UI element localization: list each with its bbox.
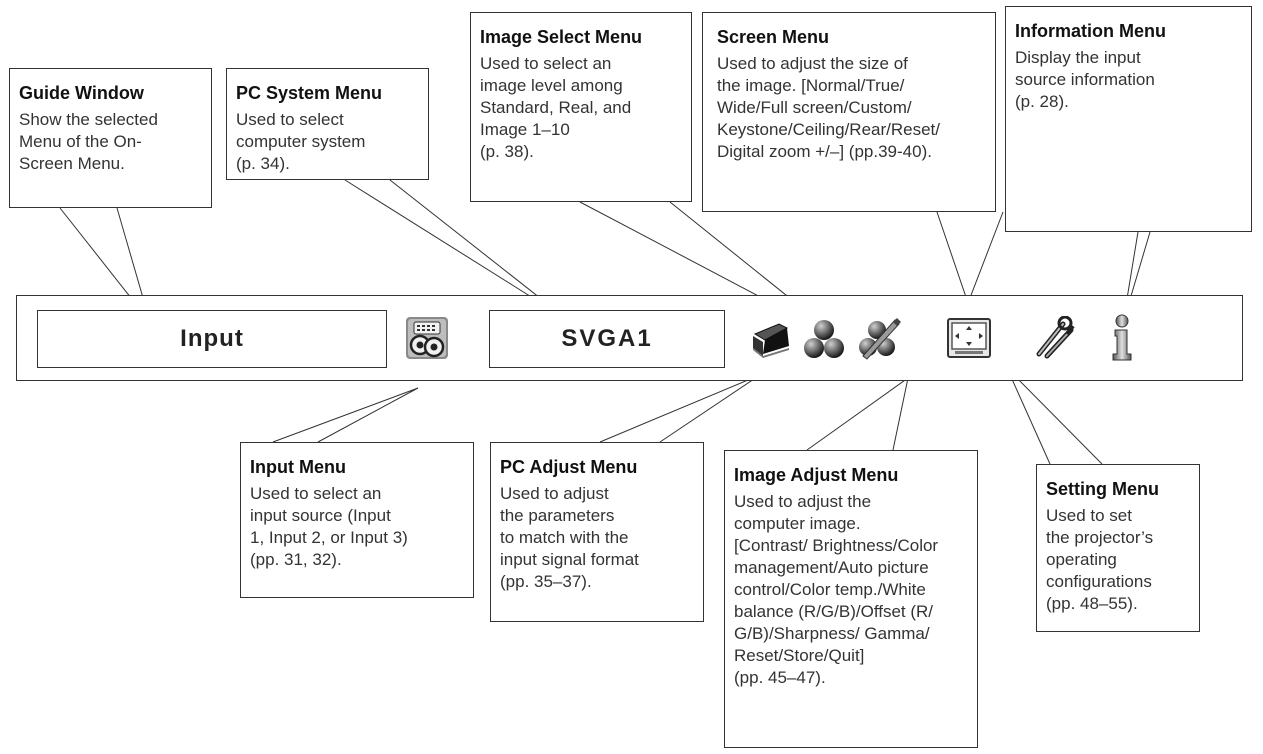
guide-window-title: Guide Window — [19, 83, 144, 103]
screen-callout: Screen Menu Used to adjust the size of t… — [702, 12, 996, 212]
information-description: Display the input source information (p.… — [1015, 48, 1155, 111]
setting-menu-icon[interactable] — [1033, 316, 1075, 360]
image-select-callout: Image Select Menu Used to select an imag… — [470, 12, 692, 202]
leader-pc-adjust — [599, 374, 761, 443]
pc-system-description: Used to select computer system (p. 34). — [236, 110, 366, 173]
pc-system-title: PC System Menu — [236, 83, 383, 103]
image-adjust-menu-icon[interactable] — [857, 316, 901, 360]
pc-system-field: SVGA1 — [489, 310, 725, 368]
information-menu-icon[interactable] — [1109, 314, 1135, 362]
leader-screen — [936, 211, 1004, 305]
information-callout: Information Menu Display the input sourc… — [1005, 6, 1252, 232]
image-select-title: Image Select Menu — [480, 27, 643, 47]
guide-window-field: Input — [37, 310, 387, 368]
leader-setting — [1006, 367, 1103, 465]
on-screen-menu-bar: Input SVGA1 — [16, 295, 1243, 381]
setting-menu-callout: Setting Menu Used to set the projector’s… — [1036, 464, 1200, 632]
guide-window-description: Show the selected Menu of the On- Screen… — [19, 110, 158, 173]
pc-adjust-callout: PC Adjust Menu Used to adjust the parame… — [490, 442, 704, 622]
screen-description: Used to adjust the size of the image. [N… — [717, 54, 941, 161]
image-adjust-callout: Image Adjust Menu Used to adjust the com… — [724, 450, 978, 748]
leader-image-adjust — [806, 376, 909, 451]
guide-window-callout: Guide Window Show the selected Menu of t… — [9, 68, 212, 208]
pc-adjust-title: PC Adjust Menu — [500, 457, 638, 477]
leader-input — [272, 387, 419, 443]
image-select-description: Used to select an image level among Stan… — [480, 54, 632, 161]
information-title: Information Menu — [1015, 21, 1166, 41]
pc-adjust-menu-icon[interactable] — [751, 320, 791, 360]
screen-title: Screen Menu — [717, 27, 830, 47]
image-adjust-description: Used to adjust the computer image. [Cont… — [734, 492, 939, 687]
input-menu-callout: Input Menu Used to select an input sourc… — [240, 442, 474, 598]
setting-menu-description: Used to set the projector’s operating co… — [1046, 506, 1154, 613]
screen-menu-icon[interactable] — [947, 318, 991, 358]
image-adjust-title: Image Adjust Menu — [734, 465, 899, 485]
image-select-menu-icon[interactable] — [803, 318, 845, 360]
pc-adjust-description: Used to adjust the parameters to match w… — [500, 484, 639, 591]
setting-menu-title: Setting Menu — [1046, 479, 1159, 499]
input-menu-description: Used to select an input source (Input 1,… — [250, 484, 408, 569]
input-menu-title: Input Menu — [250, 457, 346, 477]
input-menu-icon[interactable] — [405, 316, 449, 360]
pc-system-callout: PC System Menu Used to select computer s… — [226, 68, 429, 180]
